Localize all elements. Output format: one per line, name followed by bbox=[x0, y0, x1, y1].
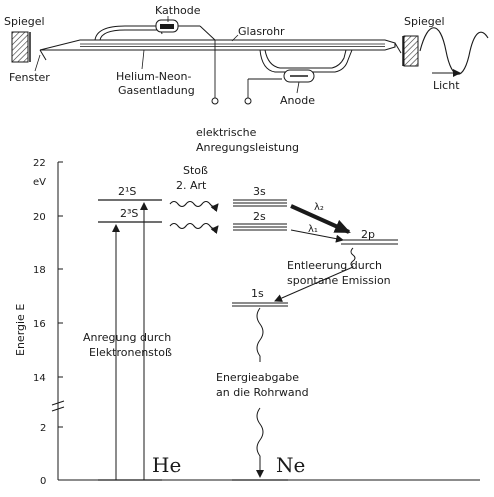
laser-transition-lambda1 bbox=[290, 229, 344, 243]
energy-transfer-wave-upper bbox=[169, 200, 219, 212]
cathode-label: Kathode bbox=[155, 4, 201, 17]
tube-label: Glasrohr bbox=[238, 25, 285, 38]
he-label: He bbox=[152, 453, 181, 477]
excitation-power-leads bbox=[211, 40, 282, 105]
unit-label: eV bbox=[33, 177, 46, 188]
ne-level-2p: 2p bbox=[361, 228, 375, 241]
tick-label-0: 0 bbox=[40, 476, 46, 487]
ne-level-2s: 2s bbox=[253, 210, 266, 223]
ne-level-1s: 1s bbox=[251, 287, 264, 300]
mirror-left bbox=[11, 31, 29, 63]
light-label: Licht bbox=[433, 79, 460, 92]
excitation-label-2: Elektronenstoß bbox=[89, 346, 172, 359]
cathode bbox=[94, 19, 216, 41]
light-wave bbox=[419, 27, 489, 75]
y-axis-ticks: 22 20 18 16 14 2 0 bbox=[33, 158, 63, 487]
excitation-power-label-1: elektrische bbox=[196, 126, 257, 139]
mirror-right-label: Spiegel bbox=[404, 15, 445, 28]
wall-label-1: Energieabgabe bbox=[216, 371, 299, 384]
anode-label: Anode bbox=[280, 94, 315, 107]
helium-levels bbox=[98, 199, 162, 481]
ne-level-3s: 3s bbox=[253, 185, 266, 198]
laser-transition-lambda2 bbox=[290, 204, 351, 234]
spontaneous-emission-arrow bbox=[274, 247, 356, 302]
glass-tube bbox=[39, 39, 396, 51]
he-level-2-1s: 2¹S bbox=[118, 185, 136, 198]
excitation-label-1: Anregung durch bbox=[83, 331, 171, 344]
tick-label-16: 16 bbox=[33, 319, 46, 330]
he-level-2-3s: 2³S bbox=[120, 207, 138, 220]
window-label: Fenster bbox=[9, 71, 50, 84]
tick-label-22: 22 bbox=[33, 158, 46, 169]
collision-label-2: 2. Art bbox=[176, 179, 207, 192]
energy-level-diagram: 22 20 18 16 14 2 0 eV Energie E 2¹S 2³S … bbox=[14, 158, 480, 487]
lambda2-label: λ₂ bbox=[314, 202, 324, 213]
y-axis-label: Energie E bbox=[14, 304, 27, 356]
lambda1-label: λ₁ bbox=[308, 224, 318, 235]
emptying-label-1: Entleerung durch bbox=[287, 259, 382, 272]
collision-label-1: Stoß bbox=[183, 164, 208, 177]
wall-relaxation-arrow-upper bbox=[256, 307, 264, 362]
mirror-right bbox=[403, 35, 419, 67]
wall-relaxation-arrow-lower bbox=[256, 407, 264, 478]
mirror-left-label: Spiegel bbox=[4, 15, 45, 28]
anode bbox=[259, 49, 353, 83]
tick-label-2: 2 bbox=[40, 423, 46, 434]
discharge-label-1: Helium-Neon- bbox=[116, 70, 192, 83]
laser-tube-diagram: Spiegel Spiegel Kathode Glasrohr Anode bbox=[4, 4, 489, 154]
neon-levels bbox=[232, 199, 398, 481]
tick-label-14: 14 bbox=[33, 373, 46, 384]
wall-label-2: an die Rohrwand bbox=[216, 386, 309, 399]
tick-label-20: 20 bbox=[33, 212, 46, 223]
excitation-power-label-2: Anregungsleistung bbox=[196, 141, 299, 154]
tick-label-18: 18 bbox=[33, 265, 46, 276]
discharge-label-2: Gasentladung bbox=[118, 84, 195, 97]
energy-transfer-wave-lower bbox=[169, 222, 219, 234]
emptying-label-2: spontane Emission bbox=[287, 274, 391, 287]
ne-label: Ne bbox=[276, 453, 305, 477]
